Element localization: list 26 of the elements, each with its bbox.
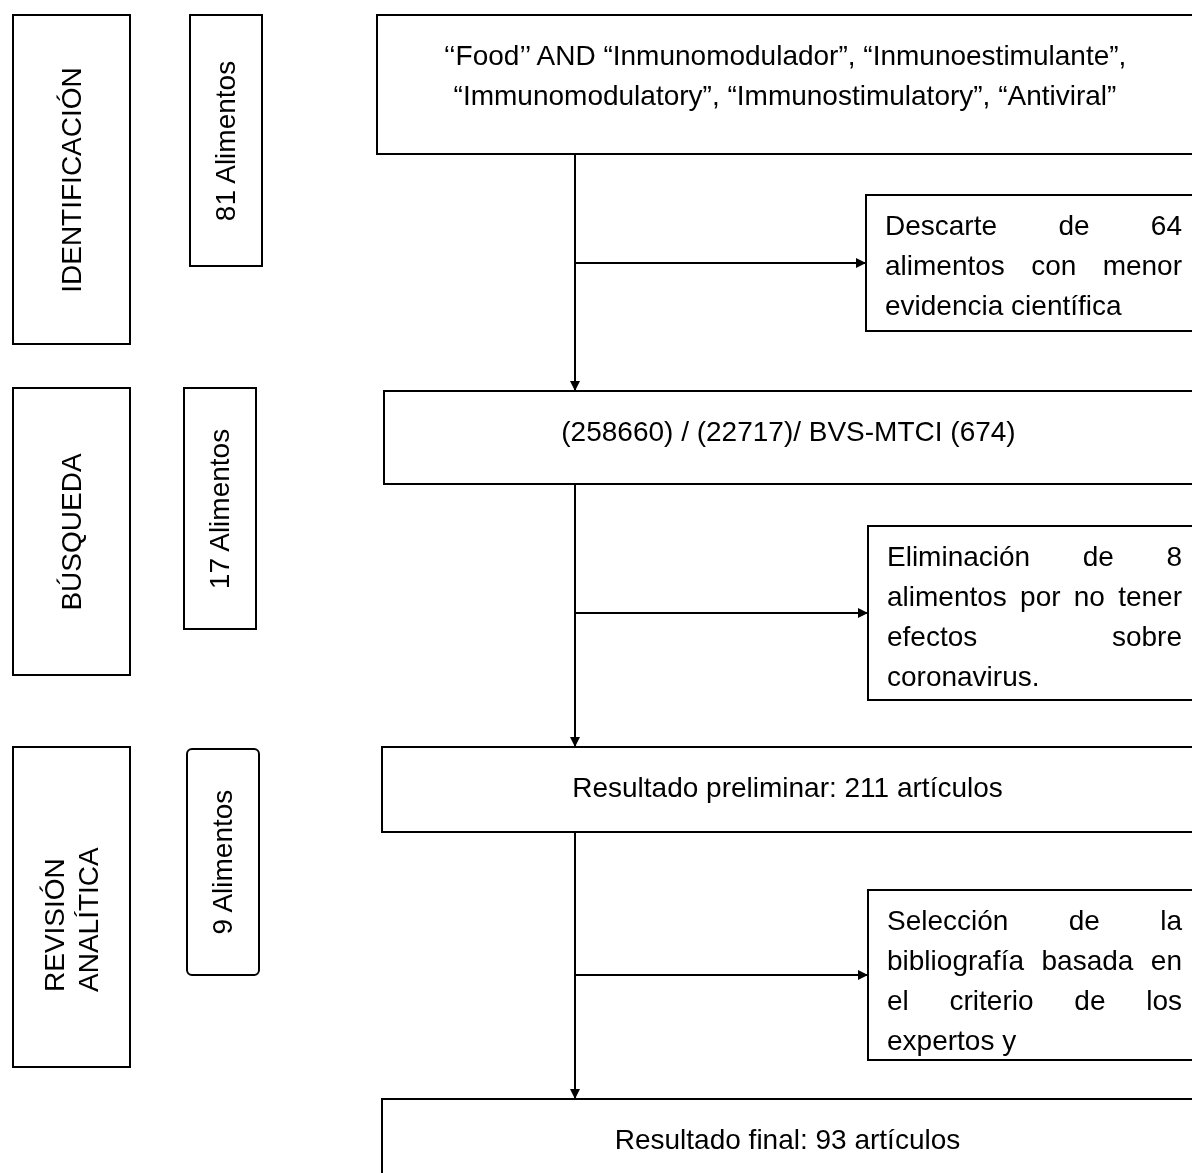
count-box <box>186 748 260 976</box>
result-box <box>381 1098 1192 1173</box>
phase-label-box <box>12 14 131 345</box>
phase-label: REVISIÓN ANALÍTICA <box>37 846 105 992</box>
count-box <box>189 14 263 267</box>
phase-label: 17 Alimentos <box>203 428 236 589</box>
box-text: (258660) / (22717)/ BVS-MTCI (674) <box>561 415 1016 449</box>
count-box <box>183 387 257 630</box>
result-box <box>381 746 1192 833</box>
discard-box <box>865 194 1192 332</box>
query-box <box>376 14 1192 155</box>
box-text: Eliminación de 8 alimentos por no tener efectos sobre coronavirus. <box>887 541 1182 692</box>
box-text: Descarte de 64 alimentos con menor evidencia científica <box>885 210 1182 321</box>
selection-box <box>867 889 1192 1061</box>
phase-label: 81 Alimentos <box>209 60 242 221</box>
phase-label: IDENTIFICACIÓN <box>54 66 88 293</box>
search-box <box>383 390 1192 485</box>
phase-label-box <box>12 746 131 1068</box>
box-text: Selección de la bibliografía basada en el criterio de los expertos y <box>887 905 1182 1056</box>
discard-box <box>867 525 1192 701</box>
phase-label: BÚSQUEDA <box>54 452 88 611</box>
box-text: Resultado final: 93 artículos <box>614 1123 961 1157</box>
phase-label: 9 Alimentos <box>206 789 239 935</box>
box-text: ‘‘Food’’ AND “Inmunomodulador”, “Inmunoestimulante”, “Immunomodulatory”, “Immunostimulatory”, “Antiviral” <box>442 39 1128 113</box>
phase-label-box <box>12 387 131 676</box>
box-text: Resultado preliminar: 211 artículos <box>572 771 1003 805</box>
